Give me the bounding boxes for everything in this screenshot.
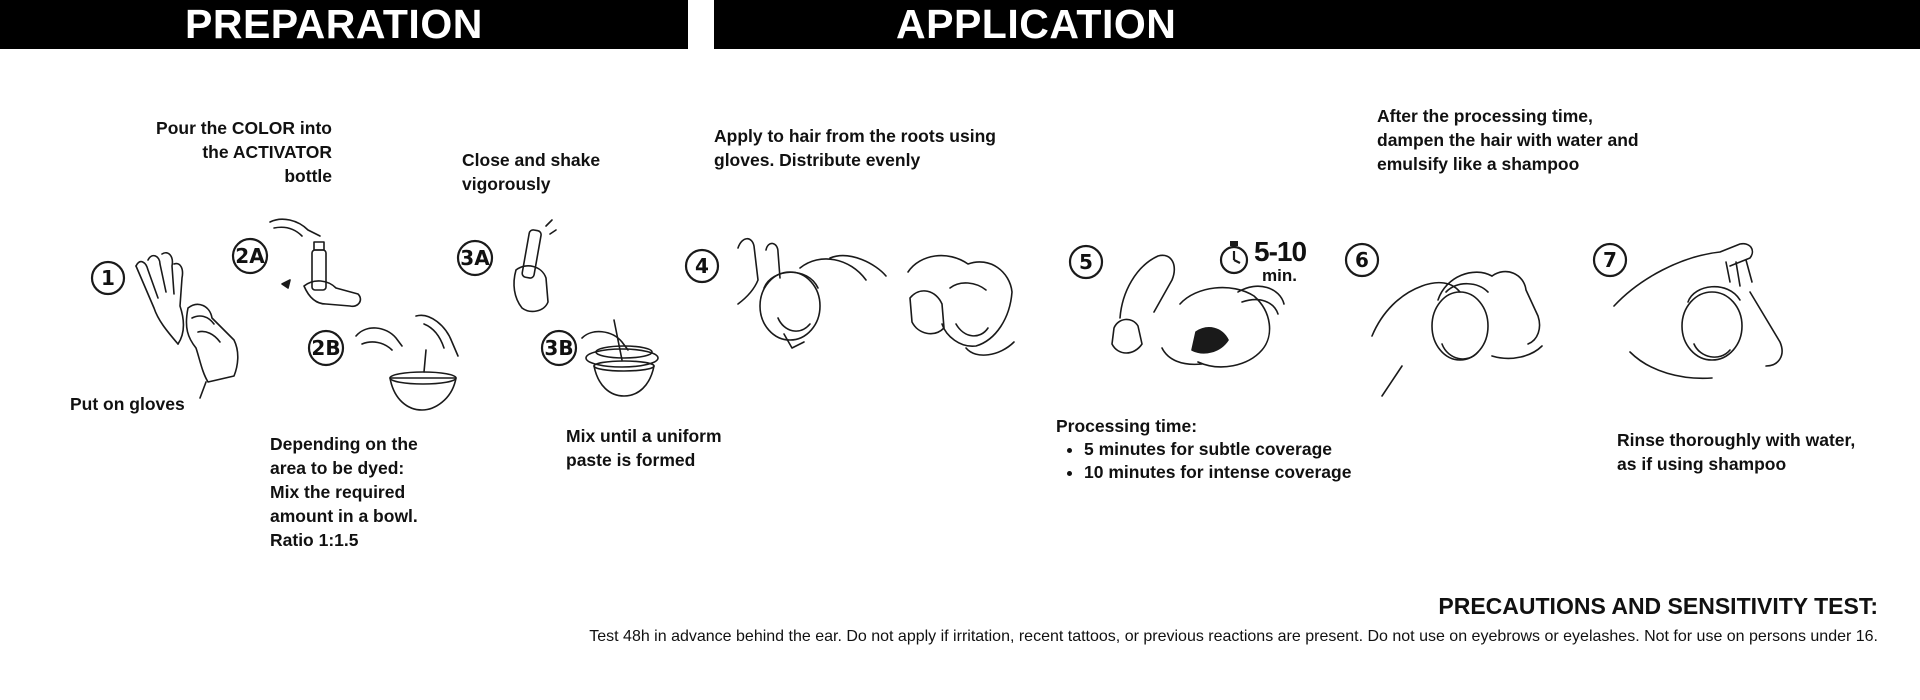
svg-text:2A: 2A: [235, 244, 265, 268]
step-number-2a-icon: 2A: [231, 237, 269, 275]
svg-text:2B: 2B: [311, 336, 340, 360]
step-number-7-icon: 7: [1592, 242, 1628, 278]
step-1-illustration: 1: [88, 248, 248, 399]
step-4-caption: Apply to hair from the roots using glove…: [714, 126, 996, 170]
man-rinse-hair-icon: [1613, 242, 1783, 380]
precautions-text: Test 48h in advance behind the ear. Do n…: [589, 628, 1878, 645]
step-6-caption: After the processing time, dampen the ha…: [1377, 106, 1639, 174]
step-7-caption: Rinse thoroughly with water, as if using…: [1617, 430, 1856, 474]
step-3b-caption: Mix until a uniform paste is formed: [566, 426, 722, 470]
svg-text:5: 5: [1079, 250, 1093, 274]
svg-text:4: 4: [695, 254, 709, 278]
step-number-3b-icon: 3B: [540, 329, 578, 367]
step-2a-illustration: 2A: [228, 216, 378, 321]
step-2b-illustration: 2B: [306, 306, 476, 421]
step-2a-caption: Pour the COLOR into the ACTIVATOR bottle: [156, 118, 332, 186]
processing-time-list: 5 minutes for subtle coverage 10 minutes…: [1056, 438, 1351, 484]
step-5-illustration: 5: [1062, 232, 1292, 387]
man-head-lying-icon: [1111, 254, 1285, 368]
application-title: APPLICATION: [896, 1, 1177, 47]
preparation-header: PREPARATION: [0, 0, 688, 49]
precautions-title: PRECAUTIONS AND SENSITIVITY TEST:: [1438, 593, 1878, 619]
step-number-1-icon: 1: [90, 260, 126, 296]
svg-text:6: 6: [1355, 248, 1369, 272]
man-head-icon: [737, 237, 887, 349]
mixing-bowl-icon: [581, 319, 659, 397]
step-number-3a-icon: 3A: [456, 239, 494, 277]
shake-bottle-icon: [513, 219, 557, 313]
timer-value: 5-10: [1254, 236, 1307, 267]
preparation-title: PREPARATION: [185, 1, 483, 47]
step-7-illustration: 7: [1590, 232, 1800, 407]
stopwatch-icon: [1219, 241, 1249, 275]
bowl-icon: [355, 314, 459, 411]
man-wash-hair-icon: [1371, 270, 1543, 397]
step-4-illustration: 4: [680, 228, 1050, 383]
step-number-4-icon: 4: [684, 248, 720, 284]
svg-text:1: 1: [101, 266, 115, 290]
step-number-6-icon: 6: [1344, 242, 1380, 278]
glove-icon: [135, 251, 239, 399]
step-3b-illustration: 3B: [540, 312, 670, 407]
application-header: APPLICATION: [714, 0, 1920, 49]
step-number-5-icon: 5: [1068, 244, 1104, 280]
processing-time-item-subtle: 5 minutes for subtle coverage: [1084, 438, 1351, 461]
processing-time-item-intense: 10 minutes for intense coverage: [1084, 461, 1351, 484]
step-1-caption: Put on gloves: [70, 394, 185, 414]
man-head-side-icon: [907, 254, 1015, 356]
timer-unit: min.: [1262, 266, 1297, 285]
svg-text:7: 7: [1603, 248, 1617, 272]
svg-text:3A: 3A: [460, 246, 490, 270]
step-3a-caption: Close and shake vigorously: [462, 150, 601, 194]
bottle-icon: [269, 218, 362, 308]
step-number-2b-icon: 2B: [307, 329, 345, 367]
processing-time-heading: Processing time:: [1056, 416, 1198, 436]
step-2b-caption: Depending on the area to be dyed: Mix th…: [270, 434, 418, 550]
step-6-illustration: 6: [1342, 236, 1562, 401]
svg-text:3B: 3B: [544, 336, 573, 360]
step-3a-illustration: 3A: [456, 219, 566, 327]
processing-time-block: Processing time: 5 minutes for subtle co…: [1056, 414, 1351, 484]
